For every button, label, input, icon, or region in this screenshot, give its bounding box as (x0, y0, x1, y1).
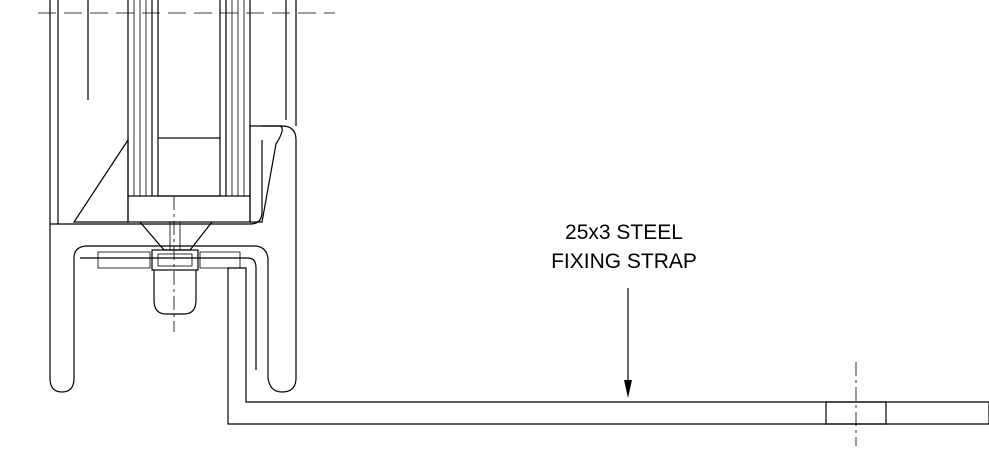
annotation-line-2: FIXING STRAP (551, 250, 697, 273)
fixing-screw (139, 196, 213, 332)
bracket-hatched (97, 251, 241, 269)
frame-profile (49, 0, 297, 393)
spacer-bar (157, 137, 221, 197)
leader-arrow (624, 288, 632, 398)
glazing-unit (127, 0, 251, 223)
glazing-beads (72, 125, 283, 223)
annotation-line-1: 25x3 STEEL (565, 221, 683, 244)
steel-strap (227, 267, 989, 446)
setting-block (127, 195, 251, 223)
